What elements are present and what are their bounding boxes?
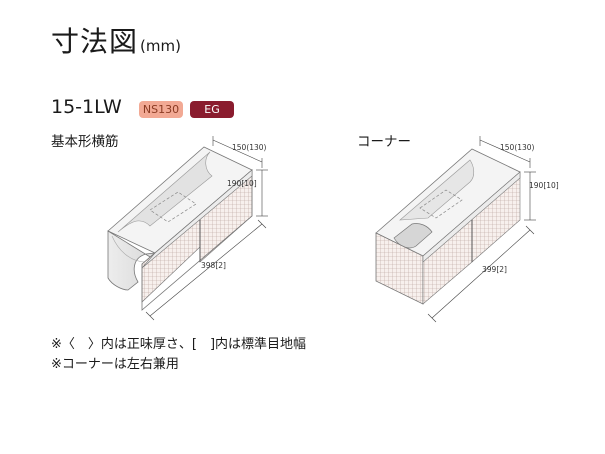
note-dimension-brackets: ※〈 〉内は正味厚さ、[ ]内は標準目地幅 bbox=[51, 337, 307, 352]
page-title: 寸法図(mm) bbox=[51, 20, 181, 60]
ns130-badge: NS130 bbox=[139, 101, 183, 118]
note-corner-usage: ※コーナーは左右兼用 bbox=[51, 357, 179, 372]
basic-block-drawing: 150(130) 190[10] 398[2] bbox=[107, 136, 268, 321]
model-number: 15-1LW bbox=[51, 96, 122, 118]
basic-height-dim: 190[10] bbox=[227, 179, 257, 188]
drawing-caption-basic: 基本形横筋 bbox=[51, 134, 119, 150]
corner-width-dim: 150(130) bbox=[500, 143, 535, 152]
basic-length-dim: 398[2] bbox=[201, 261, 226, 270]
corner-block-drawing: 150(130) 190[10] 399[2] bbox=[375, 136, 559, 323]
page-title-text: 寸法図 bbox=[51, 25, 139, 58]
unit-label: (mm) bbox=[140, 37, 181, 55]
corner-height-dim: 190[10] bbox=[529, 181, 559, 190]
basic-width-dim: 150(130) bbox=[232, 143, 267, 152]
eg-badge: EG bbox=[190, 101, 234, 118]
corner-length-dim: 399[2] bbox=[482, 265, 507, 274]
drawing-caption-corner: コーナー bbox=[357, 134, 411, 150]
